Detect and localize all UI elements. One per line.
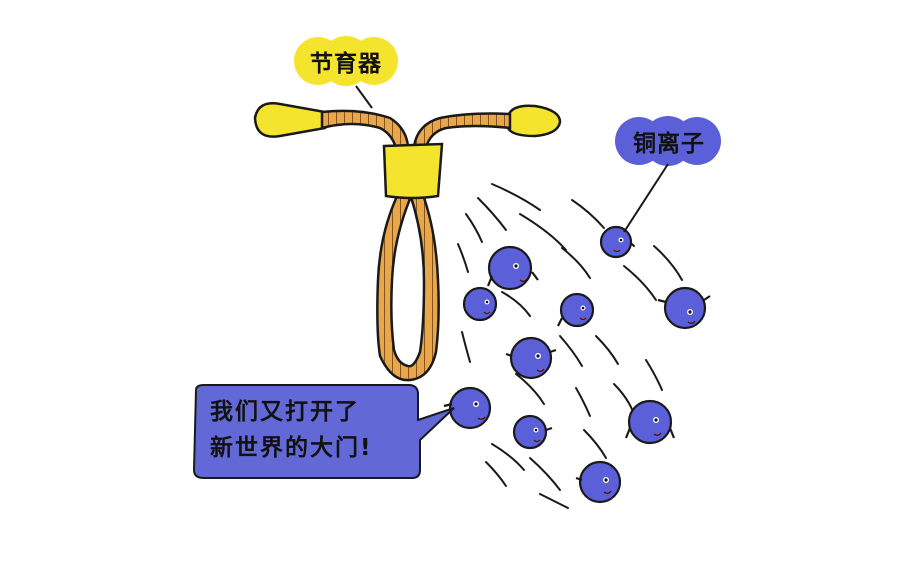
iud-left-coil-arm <box>320 109 410 150</box>
copper-ions-label-text: 铜离子 <box>633 131 705 157</box>
speech-bubble-text: 我们又打开了 新世界的大门! <box>200 390 422 470</box>
iud-left-paddle <box>253 102 330 138</box>
bubble-line-2: 新世界的大门! <box>210 435 373 461</box>
copper-ions-label: 铜离子 <box>613 116 725 166</box>
copper-ion-character-icon <box>624 399 676 445</box>
speech-bubble <box>192 384 455 479</box>
copper-ion-character-icon <box>486 245 539 291</box>
copper-ion-character-icon <box>599 225 633 259</box>
copper-ion-character-icon <box>557 292 595 328</box>
copper-ion-character-icon <box>462 286 498 322</box>
iud-center-block <box>382 142 444 200</box>
iud-leader-line <box>355 85 373 109</box>
ion-leader-line <box>623 163 669 233</box>
iud-label-text: 节育器 <box>310 51 382 77</box>
ion-label-pill <box>615 116 721 166</box>
copper-ion-character-icon <box>443 386 492 430</box>
motion-streaks <box>457 183 683 509</box>
iud-right-coil-arm <box>412 112 512 150</box>
copper-ion-character-icon <box>512 414 553 450</box>
iud-coil-loop <box>376 188 440 382</box>
copper-ion-character-icon <box>575 460 622 504</box>
iud-right-paddle <box>506 104 562 138</box>
copper-ion-character-icon <box>505 336 557 380</box>
iud-label-pill <box>294 36 398 86</box>
copper-ion-character-icon <box>657 286 711 330</box>
iud-device-icon <box>253 102 562 382</box>
bubble-line-1: 我们又打开了 <box>210 399 360 425</box>
iud-label: 节育器 <box>292 36 400 86</box>
copper-ions <box>443 225 711 504</box>
